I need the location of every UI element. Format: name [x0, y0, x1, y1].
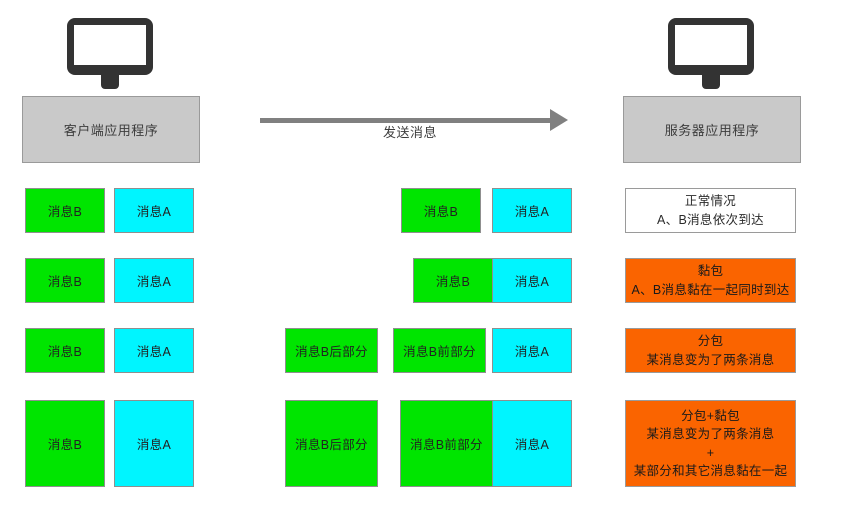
- sent-packet: 消息B: [25, 188, 105, 233]
- description-line: 黏包: [697, 264, 724, 279]
- description-line: A、B消息黏在一起同时到达: [631, 282, 790, 297]
- send-arrow-label: 发送消息: [382, 125, 437, 140]
- client-application-box: 客户端应用程序: [22, 96, 200, 163]
- monitor-screen-icon: [67, 18, 153, 75]
- description-line: +: [706, 445, 715, 460]
- sent-packet: 消息A: [114, 188, 194, 233]
- row-description-normal: 正常情况 A、B消息依次到达: [625, 188, 796, 233]
- row-description-split-packet: 分包 某消息变为了两条消息: [625, 328, 796, 373]
- received-packet: 消息B前部分: [393, 328, 486, 373]
- description-line: 分包: [697, 334, 724, 349]
- server-application-box: 服务器应用程序: [623, 96, 801, 163]
- sent-packet: 消息B: [25, 400, 105, 487]
- received-packet: 消息A: [492, 258, 572, 303]
- sent-packet: 消息A: [114, 400, 194, 487]
- right-arrow-icon: [550, 109, 568, 131]
- received-packet: 消息A: [492, 188, 572, 233]
- description-line: 分包+黏包: [681, 409, 740, 424]
- sent-packet: 消息A: [114, 328, 194, 373]
- monitor-icon: [67, 18, 153, 92]
- received-packet: 消息B: [413, 258, 493, 303]
- row-description-sticky-packet: 黏包 A、B消息黏在一起同时到达: [625, 258, 796, 303]
- received-packet: 消息B: [401, 188, 481, 233]
- send-arrow-line: [260, 118, 550, 123]
- description-line: A、B消息依次到达: [657, 212, 764, 227]
- description-line: 某部分和其它消息黏在一起: [633, 463, 788, 478]
- monitor-screen-icon: [668, 18, 754, 75]
- server-application-label: 服务器应用程序: [664, 123, 760, 138]
- received-packet: 消息B后部分: [285, 328, 378, 373]
- received-packet: 消息A: [492, 328, 572, 373]
- sent-packet: 消息B: [25, 328, 105, 373]
- monitor-stand-icon: [702, 73, 720, 89]
- client-application-label: 客户端应用程序: [63, 123, 159, 138]
- sent-packet: 消息B: [25, 258, 105, 303]
- sent-packet: 消息A: [114, 258, 194, 303]
- received-packet: 消息B前部分: [400, 400, 493, 487]
- received-packet: 消息B后部分: [285, 400, 378, 487]
- received-packet: 消息A: [492, 400, 572, 487]
- description-line: 某消息变为了两条消息: [646, 427, 775, 442]
- monitor-stand-icon: [101, 73, 119, 89]
- monitor-icon: [668, 18, 754, 92]
- row-description-split-and-sticky: 分包+黏包 某消息变为了两条消息 + 某部分和其它消息黏在一起: [625, 400, 796, 487]
- description-line: 某消息变为了两条消息: [646, 352, 775, 367]
- description-line: 正常情况: [684, 194, 737, 209]
